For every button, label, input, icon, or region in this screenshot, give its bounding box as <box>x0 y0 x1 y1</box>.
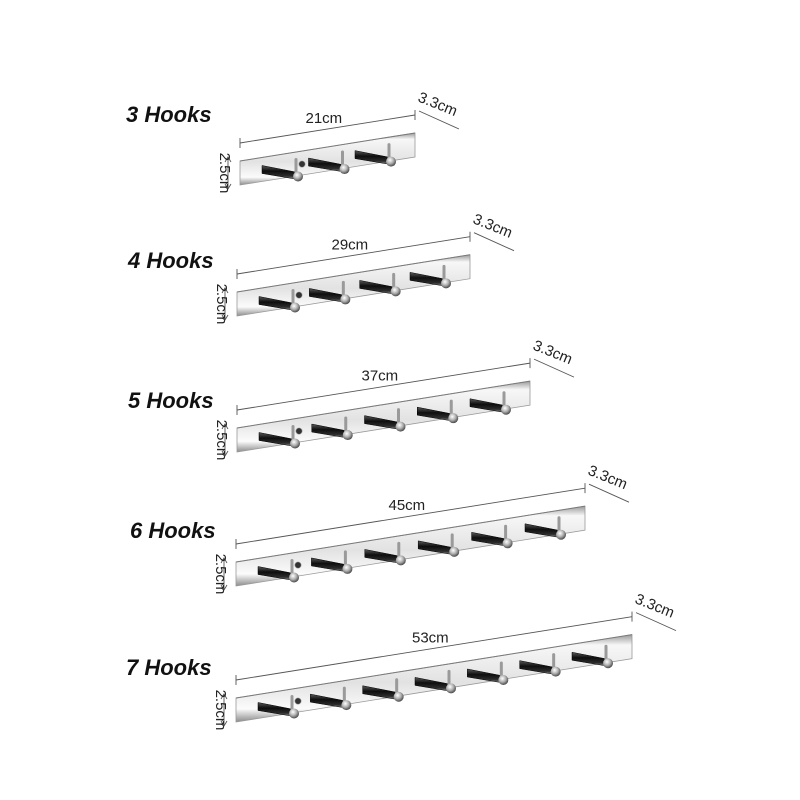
height-label: 2.5cm <box>213 420 230 461</box>
screw-hole <box>298 160 306 168</box>
plate-edge <box>236 254 471 293</box>
arrow-down-icon <box>220 584 228 591</box>
variant-row: 4 Hooks 29cm 3.3cm 2.5cm <box>127 211 515 325</box>
arrow-up-icon <box>220 693 228 700</box>
hook <box>571 644 613 669</box>
hook <box>311 416 353 441</box>
plate-edge <box>239 132 416 162</box>
arrow-up-icon <box>221 423 229 430</box>
hook-count-label: 4 Hooks <box>127 248 214 273</box>
hook <box>257 558 299 583</box>
variant-row: 3 Hooks 21cm 3.3cm 2.5cm <box>126 89 460 193</box>
arrow-up-icon <box>224 156 232 163</box>
hook <box>309 280 351 305</box>
length-dimension-line <box>236 236 471 275</box>
depth-label: 3.3cm <box>586 462 630 493</box>
depth-label: 3.3cm <box>531 337 575 368</box>
plate-edge <box>235 634 633 699</box>
hook <box>417 399 459 424</box>
length-label: 37cm <box>362 368 399 385</box>
length-dimension-line <box>235 616 633 681</box>
depth-dimension-line <box>473 232 515 252</box>
height-label: 2.5cm <box>212 554 229 595</box>
hook <box>311 550 353 574</box>
depth-dimension-line <box>533 358 575 378</box>
hook <box>414 669 456 694</box>
depth-label: 3.3cm <box>471 211 515 242</box>
screw-hole <box>295 427 303 435</box>
hook-count-label: 3 Hooks <box>126 102 212 127</box>
length-label: 29cm <box>332 236 369 253</box>
variant-row: 6 Hooks 45cm 3.3cm 2.5cm <box>130 462 630 594</box>
hook-count-label: 5 Hooks <box>128 388 214 413</box>
depth-label: 3.3cm <box>633 591 677 622</box>
hook <box>257 694 299 719</box>
arrow-up-icon <box>220 557 228 564</box>
arrow-down-icon <box>224 183 232 190</box>
hook <box>308 150 350 175</box>
depth-dimension-line <box>635 612 677 632</box>
hook <box>310 686 352 711</box>
hook <box>258 288 300 313</box>
hook <box>364 541 406 566</box>
height-label: 2.5cm <box>212 690 229 731</box>
length-dimension-line <box>239 114 416 144</box>
depth-label: 3.3cm <box>416 89 460 120</box>
arrow-down-icon <box>220 720 228 727</box>
hook <box>258 424 300 449</box>
length-label: 21cm <box>306 110 343 127</box>
hook <box>467 661 509 685</box>
height-label: 2.5cm <box>216 153 233 194</box>
hook-count-label: 7 Hooks <box>126 655 212 680</box>
depth-dimension-line <box>418 110 460 130</box>
arrow-up-icon <box>221 287 229 294</box>
length-dimension-line <box>236 362 531 411</box>
length-dimension-line <box>235 487 586 545</box>
hook <box>469 391 511 415</box>
screw-hole <box>294 697 302 705</box>
length-label: 45cm <box>389 497 426 514</box>
hook <box>471 524 513 549</box>
arrow-down-icon <box>221 314 229 321</box>
variant-row: 7 Hooks 53cm 3.3cm 2.5cm <box>126 591 677 731</box>
hook <box>359 272 401 297</box>
height-label: 2.5cm <box>213 284 230 325</box>
hook <box>409 264 451 289</box>
hook <box>417 533 460 557</box>
depth-dimension-line <box>588 483 630 503</box>
hook <box>354 143 396 167</box>
screw-hole <box>295 291 303 299</box>
length-label: 53cm <box>412 629 449 646</box>
hook <box>524 516 566 540</box>
hook <box>261 157 303 182</box>
hook <box>362 678 404 702</box>
variant-row: 5 Hooks 37cm 3.3cm 2.5cm <box>128 337 575 460</box>
hook <box>364 408 406 432</box>
plate-edge <box>235 505 586 563</box>
hook <box>519 653 561 677</box>
plate-edge <box>236 380 531 429</box>
arrow-down-icon <box>221 450 229 457</box>
hook-count-label: 6 Hooks <box>130 518 216 543</box>
screw-hole <box>294 561 302 569</box>
